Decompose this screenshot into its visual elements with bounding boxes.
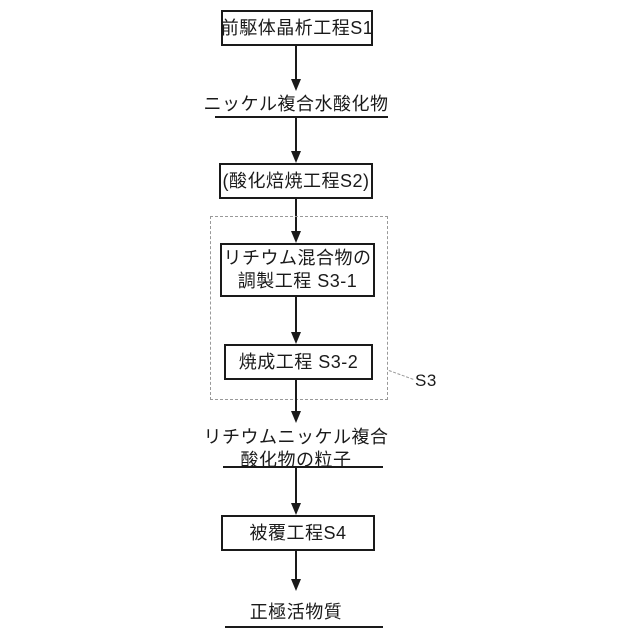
down-arrowhead-7 [291,579,301,591]
process-box-s3-2-label: 焼成工程 S3-2 [238,351,359,372]
arrow-line-2 [295,117,297,152]
down-arrowhead-4 [291,332,301,344]
arrow-line-1 [295,46,297,80]
material-label-cathode-active-text: 正極活物質 [249,602,343,622]
material-label-lithium-nickel-oxide-line1: リチウムニッケル複合 [203,427,389,447]
s3-group-label: S3 [415,371,437,391]
process-box-s2-label: (酸化焙焼工程S2) [222,170,370,191]
arrow-line-3 [295,199,297,232]
down-arrowhead-5 [291,411,301,423]
down-arrowhead-2 [291,151,301,163]
s3-group-dashed-box [210,216,388,400]
process-box-s3-1: リチウム混合物の 調製工程 S3-1 [220,243,375,297]
arrow-line-4 [295,297,297,333]
arrow-line-5 [295,380,297,412]
underline-nickel-hydroxide [215,116,388,118]
process-box-s3-1-label-line2: 調製工程 S3-1 [237,271,358,291]
material-label-lithium-nickel-oxide-line2: 酸化物の粒子 [240,450,352,470]
process-box-s3-1-label-line1: リチウム混合物の [223,248,372,268]
material-label-nickel-hydroxide: ニッケル複合水酸化物 [201,93,391,116]
underline-cathode-active [225,626,383,628]
material-label-nickel-hydroxide-text: ニッケル複合水酸化物 [203,94,389,114]
s3-group-label-text: S3 [415,371,437,390]
material-label-lithium-nickel-oxide: リチウムニッケル複合 酸化物の粒子 [201,426,391,472]
process-box-s4: 被覆工程S4 [221,515,375,551]
down-arrowhead-6 [291,503,301,515]
arrow-line-7 [295,551,297,580]
underline-lithium-nickel-oxide [223,466,383,468]
process-box-s1-label: 前駆体晶析工程S1 [220,17,374,38]
material-label-cathode-active: 正極活物質 [201,601,391,624]
down-arrowhead-3 [291,231,301,243]
down-arrowhead-1 [291,79,301,91]
process-box-s4-label: 被覆工程S4 [249,522,347,543]
arrow-line-6 [295,467,297,504]
s3-group-connector-line [388,370,414,380]
process-box-s2: (酸化焙焼工程S2) [219,163,373,199]
process-box-s3-2: 焼成工程 S3-2 [224,344,373,380]
process-box-s1: 前駆体晶析工程S1 [221,10,373,46]
